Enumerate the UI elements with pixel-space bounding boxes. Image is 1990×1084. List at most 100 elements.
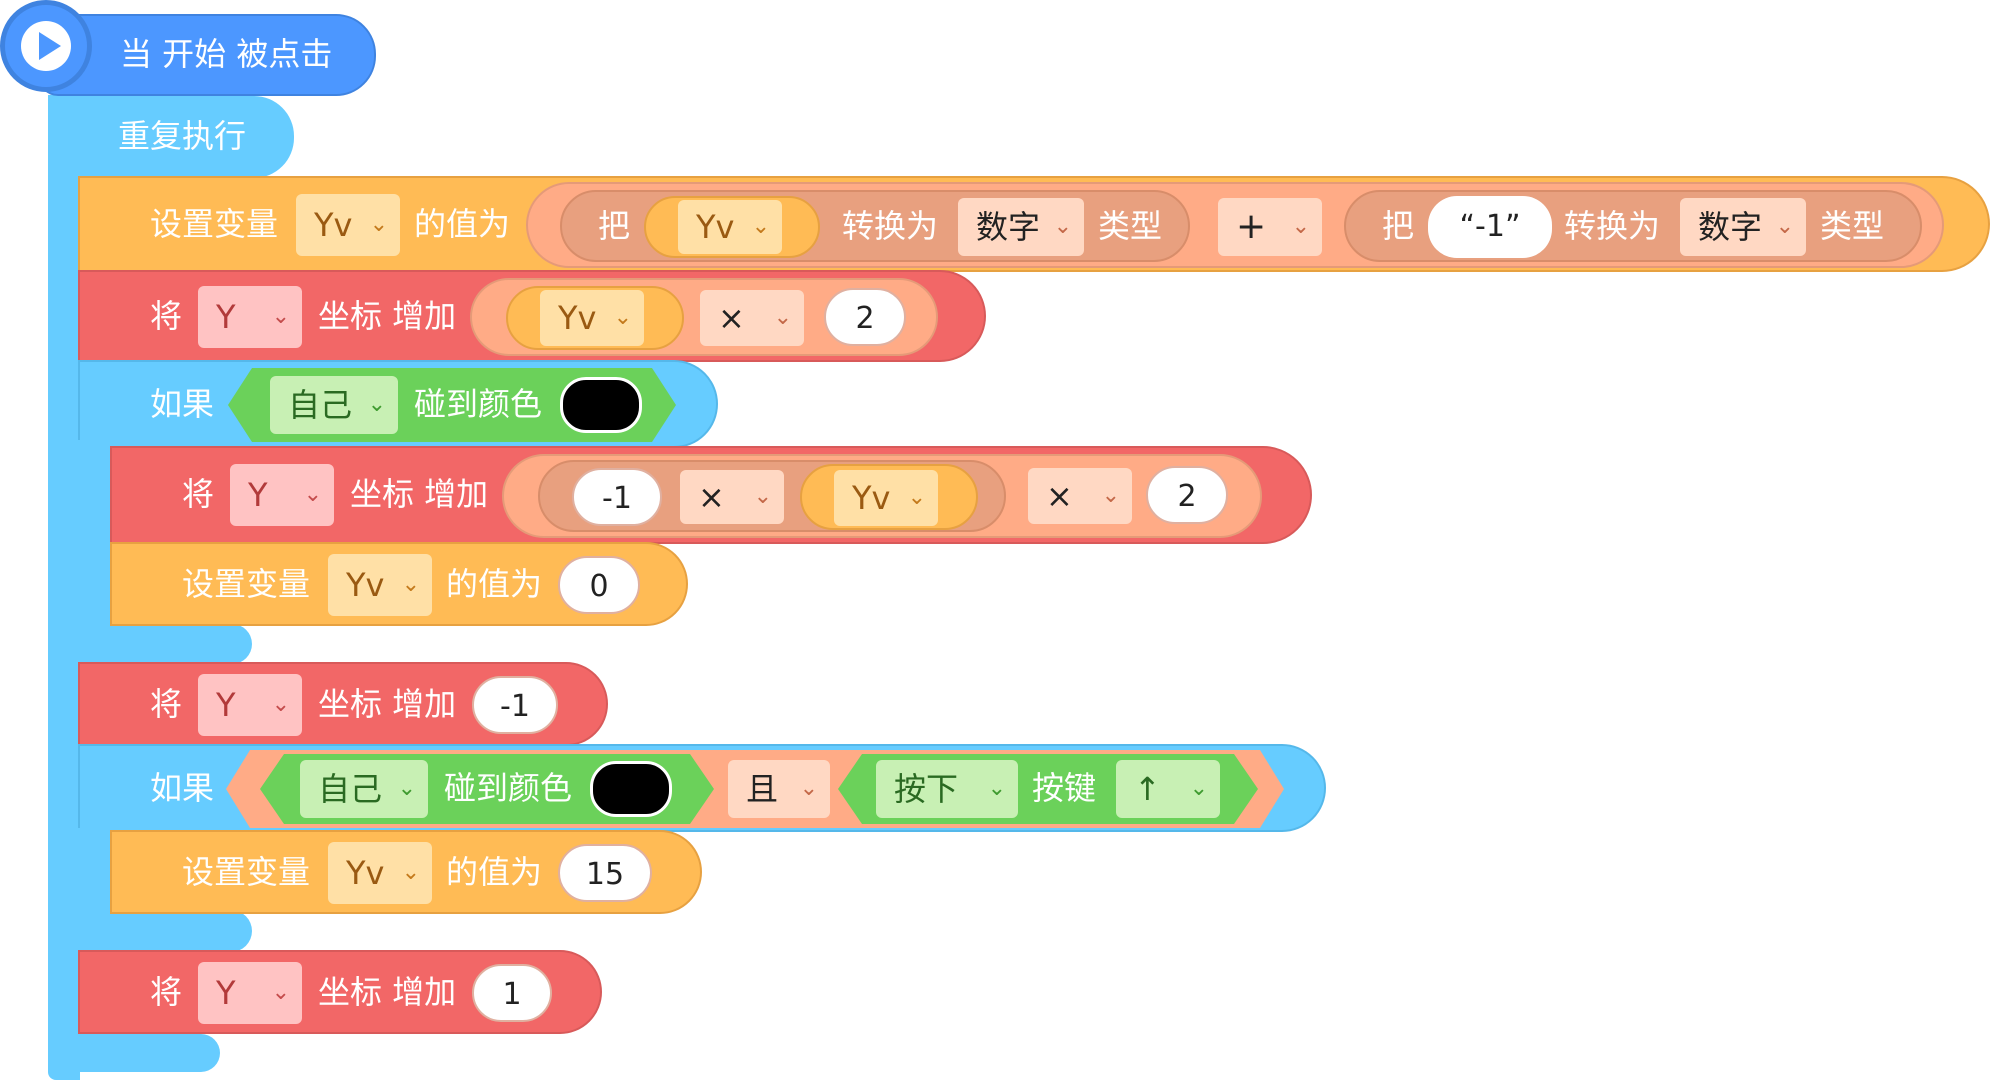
multiply-operator-2[interactable]: -1 ×⌄ Yv⌄ ×⌄ 2: [502, 454, 1262, 538]
set1-var-dropdown[interactable]: Yv⌄: [296, 194, 400, 256]
forever-label: 重复执行: [118, 117, 247, 155]
multiply-operator-2-inner[interactable]: -1 ×⌄ Yv⌄: [538, 460, 1006, 532]
set2-value[interactable]: 0: [558, 556, 640, 614]
chevron-down-icon: ⌄: [1053, 214, 1072, 239]
if2-bottom-arm: [78, 910, 252, 952]
and-dropdown[interactable]: 且⌄: [728, 760, 830, 818]
move2-label2: 坐标 增加: [350, 475, 489, 513]
if1-spine: [78, 440, 114, 660]
if-block-2[interactable]: 如果 自己⌄ 碰到颜色 且⌄ 按下⌄ 按键 ↑⌄: [78, 744, 1326, 832]
move2-var-dropdown[interactable]: Yv⌄: [834, 470, 938, 526]
move1-label1: 将: [150, 297, 183, 335]
move1-value[interactable]: 2: [824, 288, 906, 346]
add-op-dropdown[interactable]: +⌄: [1218, 198, 1322, 256]
and-condition[interactable]: 自己⌄ 碰到颜色 且⌄ 按下⌄ 按键 ↑⌄: [226, 750, 1284, 828]
convert-left[interactable]: 把 Yv⌄ 转换为 数字⌄ 类型: [560, 190, 1190, 262]
move1-var[interactable]: Yv⌄: [506, 286, 684, 350]
forever-bottom-arm: [48, 1034, 220, 1072]
move4-label1: 将: [150, 973, 183, 1011]
set-variable-block-3[interactable]: 设置变量 Yv⌄ 的值为 15: [110, 830, 702, 914]
if1-label: 如果: [150, 385, 215, 423]
set1-mid-label: 的值为: [414, 205, 511, 243]
convert-right-type-dropdown[interactable]: 数字⌄: [1680, 198, 1806, 256]
chevron-down-icon: ⌄: [1189, 776, 1208, 801]
move2-op2-dropdown[interactable]: ×⌄: [1028, 468, 1132, 524]
move2-b-value[interactable]: 2: [1146, 466, 1228, 524]
chevron-down-icon: ⌄: [271, 692, 290, 717]
press-dropdown[interactable]: 按下⌄: [876, 760, 1018, 818]
set3-mid-label: 的值为: [446, 853, 543, 891]
touch-color-condition-2[interactable]: 自己⌄ 碰到颜色: [260, 754, 714, 824]
convert-right[interactable]: 把 “-1” 转换为 数字⌄ 类型: [1344, 190, 1922, 262]
convert-right-value[interactable]: “-1”: [1428, 196, 1552, 258]
play-icon-circle[interactable]: [0, 0, 92, 92]
chevron-down-icon: ⌄: [1101, 483, 1120, 508]
set2-label: 设置变量: [182, 565, 311, 603]
chevron-down-icon: ⌄: [799, 776, 818, 801]
touch-color-condition-1[interactable]: 自己⌄ 碰到颜色: [228, 368, 676, 442]
change-y-block-1[interactable]: 将 Y⌄ 坐标 增加 Yv⌄ ×⌄ 2: [78, 270, 986, 362]
change-y-block-3[interactable]: 将 Y⌄ 坐标 增加 -1: [78, 662, 608, 746]
chevron-down-icon: ⌄: [303, 482, 322, 507]
multiply-operator-1[interactable]: Yv⌄ ×⌄ 2: [470, 278, 938, 356]
set2-mid-label: 的值为: [446, 565, 543, 603]
move4-value[interactable]: 1: [472, 964, 552, 1022]
key-pressed-condition[interactable]: 按下⌄ 按键 ↑⌄: [838, 754, 1258, 824]
move3-value[interactable]: -1: [472, 676, 558, 734]
if2-target-dropdown[interactable]: 自己⌄: [300, 760, 428, 818]
move2-a-value[interactable]: -1: [572, 468, 662, 526]
color-swatch[interactable]: [560, 377, 642, 433]
set-variable-block-1[interactable]: 设置变量 Yv⌄ 的值为 把 Yv⌄ 转换为 数字⌄ 类型 +⌄ 把 “-1” …: [78, 176, 1990, 272]
chevron-down-icon: ⌄: [369, 212, 388, 237]
move2-op1-dropdown[interactable]: ×⌄: [680, 470, 784, 524]
move3-label2: 坐标 增加: [318, 685, 457, 723]
move2-axis-dropdown[interactable]: Y⌄: [230, 464, 334, 526]
convert-left-type-dropdown[interactable]: 数字⌄: [958, 198, 1084, 256]
chevron-down-icon: ⌄: [401, 572, 420, 597]
convert-left-label: 转换为: [842, 207, 939, 245]
change-y-block-2[interactable]: 将 Y⌄ 坐标 增加 -1 ×⌄ Yv⌄ ×⌄ 2: [110, 446, 1312, 544]
set1-label: 设置变量: [150, 205, 279, 243]
forever-spine: [48, 95, 80, 1080]
set3-value[interactable]: 15: [558, 844, 652, 902]
set3-var-dropdown[interactable]: Yv⌄: [328, 842, 432, 904]
if-block-1[interactable]: 如果 自己⌄ 碰到颜色: [78, 360, 718, 448]
forever-block[interactable]: 重复执行: [48, 96, 294, 178]
move3-axis-dropdown[interactable]: Y⌄: [198, 674, 302, 736]
convert-left-var-dropdown[interactable]: Yv⌄: [678, 200, 782, 254]
chevron-down-icon: ⌄: [987, 776, 1006, 801]
move1-label2: 坐标 增加: [318, 297, 457, 335]
chevron-down-icon: ⌄: [1775, 214, 1794, 239]
when-start-clicked-hat[interactable]: 当 开始 被点击: [38, 14, 376, 96]
if2-label: 如果: [150, 769, 215, 807]
move1-var-dropdown[interactable]: Yv⌄: [540, 290, 644, 346]
chevron-down-icon: ⌄: [367, 392, 386, 417]
chevron-down-icon: ⌄: [907, 485, 926, 510]
if1-bottom-arm: [78, 624, 252, 664]
add-operator[interactable]: 把 Yv⌄ 转换为 数字⌄ 类型 +⌄ 把 “-1” 转换为 数字⌄ 类型: [526, 182, 1944, 268]
change-y-block-4[interactable]: 将 Y⌄ 坐标 增加 1: [78, 950, 602, 1034]
hat-label: 当 开始 被点击: [120, 35, 333, 73]
set-variable-block-2[interactable]: 设置变量 Yv⌄ 的值为 0: [110, 542, 688, 626]
convert-right-prefix: 把: [1382, 207, 1415, 245]
move1-axis-dropdown[interactable]: Y⌄: [198, 286, 302, 348]
if1-touch-label: 碰到颜色: [414, 385, 543, 423]
if2-touch-label: 碰到颜色: [444, 769, 573, 807]
chevron-down-icon: ⌄: [401, 860, 420, 885]
chevron-down-icon: ⌄: [773, 305, 792, 330]
chevron-down-icon: ⌄: [271, 980, 290, 1005]
move2-var[interactable]: Yv⌄: [800, 464, 978, 530]
move4-axis-dropdown[interactable]: Y⌄: [198, 962, 302, 1024]
convert-left-var[interactable]: Yv⌄: [644, 196, 820, 258]
move2-label1: 将: [182, 475, 215, 513]
convert-right-suffix: 类型: [1820, 207, 1885, 245]
chevron-down-icon: ⌄: [1291, 214, 1310, 239]
if1-target-dropdown[interactable]: 自己⌄: [270, 376, 398, 434]
set2-var-dropdown[interactable]: Yv⌄: [328, 554, 432, 616]
chevron-down-icon: ⌄: [271, 304, 290, 329]
color-swatch[interactable]: [590, 761, 672, 817]
convert-left-prefix: 把: [598, 207, 631, 245]
key-dropdown[interactable]: ↑⌄: [1116, 760, 1220, 818]
move1-op-dropdown[interactable]: ×⌄: [700, 290, 804, 346]
convert-left-suffix: 类型: [1098, 207, 1163, 245]
